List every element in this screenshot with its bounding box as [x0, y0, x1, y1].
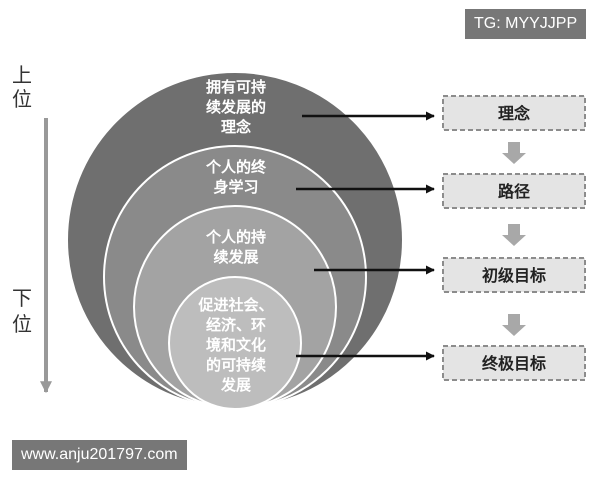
bottom-label-char-2: 位: [12, 312, 32, 336]
box-ultimate-goal-label: 终极目标: [482, 354, 546, 373]
down-arrow-icon-2: [502, 224, 526, 246]
box-path: 路径: [442, 173, 586, 209]
circle-inner-line-5: 发展: [220, 376, 251, 394]
circle-outer-line-2: 续发展的: [206, 98, 266, 116]
box-primary-goal-label: 初级目标: [482, 266, 546, 285]
box-concept: 理念: [442, 95, 586, 131]
bottom-label-char-1: 下: [12, 286, 32, 310]
circle-third-label: 个人的持 续发展: [205, 228, 266, 266]
telegram-watermark: TG: MYYJJPP: [465, 9, 587, 39]
circle-inner-line-3: 境和文化: [206, 336, 266, 354]
box-primary-goal: 初级目标: [442, 257, 586, 293]
circle-inner-line-4: 的可持续: [206, 356, 266, 374]
circle-inner: [168, 276, 302, 410]
down-arrow-icon-1: [502, 142, 526, 164]
circle-third-line-1: 个人的持: [205, 228, 266, 246]
box-concept-label: 理念: [498, 104, 531, 123]
circle-outer-line-3: 理念: [221, 118, 251, 136]
circle-third-line-2: 续发展: [213, 248, 258, 266]
website-watermark: www.anju201797.com: [12, 440, 187, 470]
circle-second-line-2: 身学习: [213, 178, 258, 196]
down-arrow-icon-3: [502, 314, 526, 336]
circle-outer-label: 拥有可持 续发展的 理念: [206, 78, 266, 136]
box-ultimate-goal: 终极目标: [442, 345, 586, 381]
circle-second-label: 个人的终 身学习: [205, 158, 267, 196]
circle-second-line-1: 个人的终: [205, 158, 267, 176]
circle-inner-line-2: 经济、环: [206, 316, 266, 334]
box-path-label: 路径: [498, 182, 530, 201]
circle-outer-line-1: 拥有可持: [206, 78, 266, 96]
top-label-char-2: 位: [12, 87, 32, 111]
top-label-char-1: 上: [12, 63, 32, 87]
circle-inner-line-1: 促进社会、: [197, 296, 273, 314]
circle-inner-label: 促进社会、 经济、环 境和文化 的可持续 发展: [197, 296, 273, 394]
